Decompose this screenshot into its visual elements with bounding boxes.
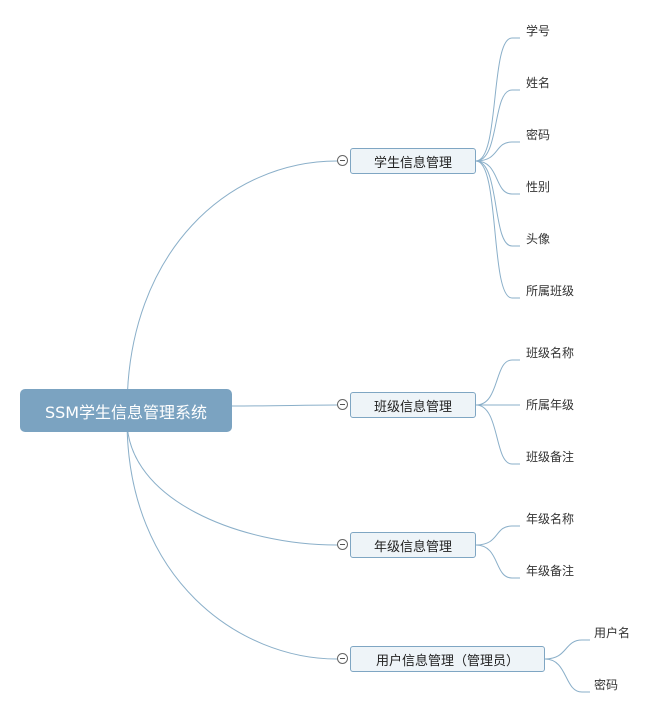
leaf-label: 姓名 — [526, 76, 551, 90]
leaf-node[interactable]: 学号 — [526, 24, 550, 38]
root-node[interactable]: SSM学生信息管理系统 — [20, 389, 232, 432]
branch-label: 班级信息管理 — [373, 399, 452, 415]
collapse-toggle-branch-4[interactable] — [337, 653, 348, 664]
leaf-node[interactable]: 密码 — [526, 128, 550, 142]
connector-b4-leaf-1 — [544, 639, 590, 660]
branch-label: 年级信息管理 — [373, 539, 452, 555]
leaf-label: 用户名 — [594, 626, 631, 640]
leaf-node[interactable]: 班级名称 — [526, 346, 574, 360]
connector-b2-leaf-3 — [475, 404, 520, 465]
branch-node-grade[interactable]: 年级信息管理 — [350, 532, 476, 558]
connector-b4-leaf-2 — [544, 658, 590, 693]
leaf-label: 学号 — [526, 24, 551, 38]
root-label: SSM学生信息管理系统 — [44, 402, 208, 422]
leaf-node[interactable]: 性别 — [526, 180, 550, 194]
collapse-toggle-branch-2[interactable] — [337, 399, 348, 410]
branch-node-student[interactable]: 学生信息管理 — [350, 148, 476, 174]
branch-label: 用户信息管理（管理员） — [375, 653, 519, 669]
connector-b1-leaf-3 — [475, 141, 520, 162]
connector-root-branch-2 — [231, 404, 338, 407]
leaf-node[interactable]: 密码 — [594, 678, 618, 692]
leaf-label: 年级名称 — [526, 512, 575, 526]
leaf-node[interactable]: 姓名 — [526, 76, 550, 90]
branch-node-class[interactable]: 班级信息管理 — [350, 392, 476, 418]
connector-root-branch-4 — [126, 419, 338, 660]
connector-b1-leaf-4 — [475, 160, 520, 195]
leaf-label: 班级备注 — [526, 450, 575, 464]
leaf-label: 年级备注 — [526, 564, 575, 578]
connector-b1-leaf-5 — [475, 160, 520, 247]
leaf-label: 密码 — [526, 128, 551, 142]
leaf-node[interactable]: 班级备注 — [526, 450, 574, 464]
leaf-label: 密码 — [594, 678, 619, 692]
leaf-label: 性别 — [526, 180, 551, 194]
leaf-node[interactable]: 年级备注 — [526, 564, 574, 578]
leaf-node[interactable]: 所属年级 — [526, 398, 574, 412]
connector-b1-leaf-1 — [475, 37, 520, 162]
connector-b1-leaf-6 — [475, 160, 520, 299]
leaf-label: 头像 — [526, 232, 551, 246]
leaf-label: 所属班级 — [526, 284, 575, 298]
leaf-node[interactable]: 年级名称 — [526, 512, 574, 526]
leaf-node[interactable]: 用户名 — [594, 626, 630, 640]
collapse-toggle-branch-1[interactable] — [337, 155, 348, 166]
connector-b3-leaf-1 — [475, 525, 520, 546]
connector-b2-leaf-1 — [475, 359, 520, 406]
connector-b1-leaf-2 — [475, 89, 520, 162]
collapse-toggle-branch-3[interactable] — [337, 539, 348, 550]
leaf-node[interactable]: 所属班级 — [526, 284, 574, 298]
branch-label: 学生信息管理 — [373, 155, 452, 171]
connector-root-branch-1 — [126, 160, 338, 411]
connector-b3-leaf-2 — [475, 544, 520, 579]
leaf-label: 班级名称 — [526, 346, 575, 360]
connector-root-branch-3 — [126, 419, 338, 546]
leaf-node[interactable]: 头像 — [526, 232, 550, 246]
leaf-label: 所属年级 — [526, 398, 575, 412]
branch-node-user[interactable]: 用户信息管理（管理员） — [350, 646, 545, 672]
